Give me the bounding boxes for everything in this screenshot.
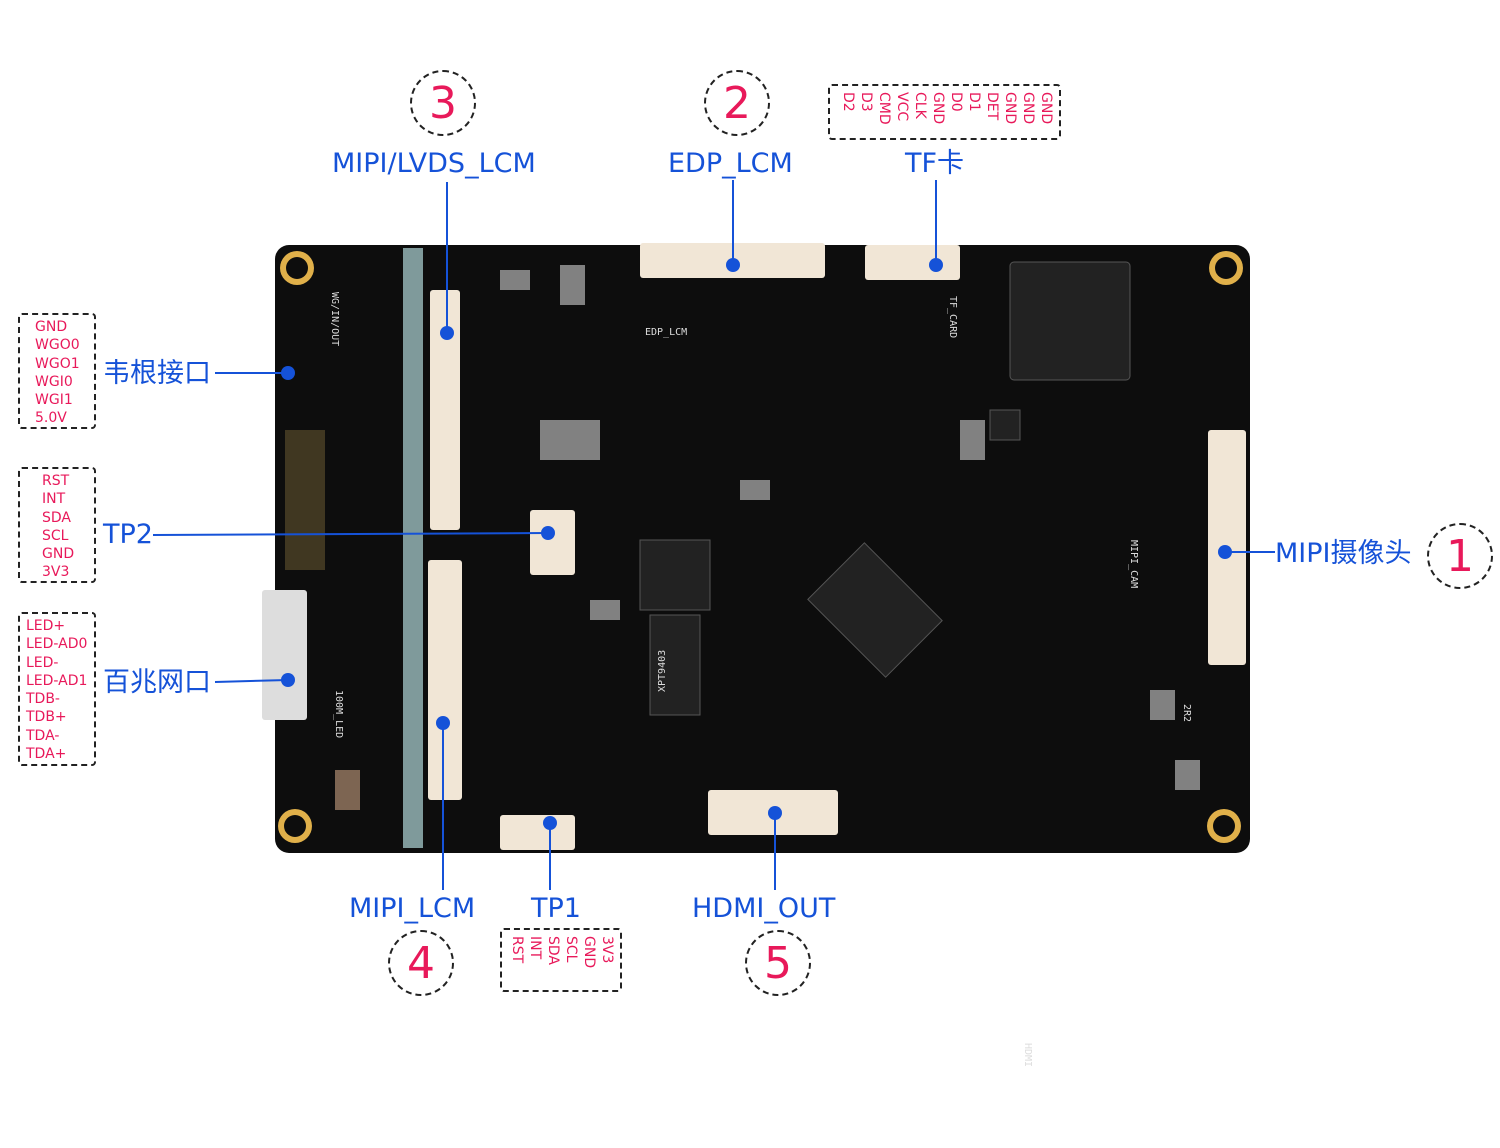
pin-label: GND [581, 936, 597, 969]
mipi-lcm-connector [428, 560, 462, 800]
pin-label: LED-AD0 [26, 636, 88, 653]
pin-label: LED- [26, 654, 59, 671]
pin-label: D2 [840, 92, 856, 112]
pin-label: SCL [563, 936, 579, 963]
pcb-board [275, 245, 1250, 853]
silk-2r2: 2R2 [1181, 704, 1192, 722]
silk-edp: EDP_LCM [645, 327, 687, 338]
tf-card-pin-list: GND GND GND DET D1 D0 GND CLK VCC CMD D3… [828, 84, 1061, 140]
wiegand-pin-list: GND WGO0 WGO1 WGI0 WGI1 5.0V [18, 313, 96, 429]
callout-number-1: 1 [1427, 523, 1493, 589]
components [285, 265, 1200, 810]
tp1-pin-list: 3V3 GND SCL SDA INT RST [500, 928, 622, 992]
pin-label: WGO1 [35, 355, 80, 372]
callout-number-3: 3 [410, 70, 476, 136]
pin-label: TDB- [26, 691, 60, 708]
pin-label: D1 [966, 92, 982, 112]
callout-number-4: 4 [388, 930, 454, 996]
pin-label: VCC [894, 92, 910, 122]
pin-label: SDA [42, 509, 71, 526]
connector-dots [281, 258, 1232, 830]
tf-card-label: TF卡 [905, 148, 965, 179]
tp2-label: TP2 [103, 519, 153, 550]
pin-label: SCL [42, 527, 69, 544]
tp2-pin-list: RST INT SDA SCL GND 3V3 [18, 467, 96, 583]
ethernet-pin-list: LED+ LED-AD0 LED- LED-AD1 TDB- TDB+ TDA-… [18, 612, 96, 766]
silk-wg-in-out: WG/IN/OUT [329, 292, 340, 346]
pin-label: GND [930, 92, 946, 125]
pin-label: CLK [912, 92, 928, 119]
tp1-label: TP1 [531, 893, 581, 924]
pin-label: LED-AD1 [26, 672, 88, 689]
pin-label: GND [1038, 92, 1054, 125]
edp-lcm-label: EDP_LCM [668, 148, 793, 179]
pin-label: TDA- [26, 727, 60, 744]
pin-label: INT [42, 491, 66, 508]
pin-label: WGI0 [35, 373, 73, 390]
pin-label: DET [984, 92, 1000, 121]
pin-label: 5.0V [35, 410, 67, 427]
pin-label: D3 [858, 92, 874, 112]
callout-number-5: 5 [745, 930, 811, 996]
wiegand-label: 韦根接口 [103, 358, 211, 389]
pin-label: WGO0 [35, 337, 80, 354]
mipi-lvds-connector [430, 290, 460, 530]
silk-hdmi: HDMI [1022, 1043, 1033, 1067]
callout-number-2: 2 [704, 70, 770, 136]
pin-label: 3V3 [599, 936, 615, 964]
chips [639, 261, 1131, 716]
mipi-lvds-lcm-label: MIPI/LVDS_LCM [332, 148, 536, 179]
silk-100m-led: 100M_LED [333, 690, 344, 738]
pin-label: CMD [876, 92, 892, 125]
ethernet-label: 百兆网口 [103, 667, 211, 698]
pin-label: GND [35, 319, 68, 335]
pin-label: RST [509, 936, 525, 964]
pin-label: INT [527, 936, 543, 960]
connectors [262, 243, 1246, 850]
pin-label: RST [42, 473, 70, 489]
pcb-strip [403, 248, 423, 848]
tp1-connector [500, 815, 575, 850]
pin-label: D0 [948, 92, 964, 112]
ethernet-header [262, 590, 307, 720]
silk-xpt9403: XPT9403 [657, 650, 668, 692]
silk-mipi-cam: MIPI_CAM [1128, 540, 1139, 588]
pin-label: GND [42, 546, 75, 563]
pin-label: LED+ [26, 618, 66, 634]
pin-label: GND [1002, 92, 1018, 125]
mipi-cam-label: MIPI摄像头 [1275, 538, 1412, 569]
hdmi-out-label: HDMI_OUT [692, 893, 836, 924]
silk-tf-card: TF_CARD [947, 296, 958, 338]
leader-lines [152, 180, 1275, 890]
pin-label: SDA [545, 936, 561, 965]
tp2-connector [530, 510, 575, 575]
pin-label: WGI1 [35, 392, 73, 409]
mipi-lcm-label: MIPI_LCM [349, 893, 476, 924]
pin-label: TDB+ [26, 709, 67, 726]
tf-card-connector [865, 245, 960, 280]
pin-label: TDA+ [26, 746, 67, 763]
pin-label: 3V3 [42, 564, 70, 581]
silkscreen: EDP_LCM HDMI WG/IN/OUT 100M_LED TF_CARD … [329, 292, 1192, 1067]
pin-label: GND [1020, 92, 1036, 125]
